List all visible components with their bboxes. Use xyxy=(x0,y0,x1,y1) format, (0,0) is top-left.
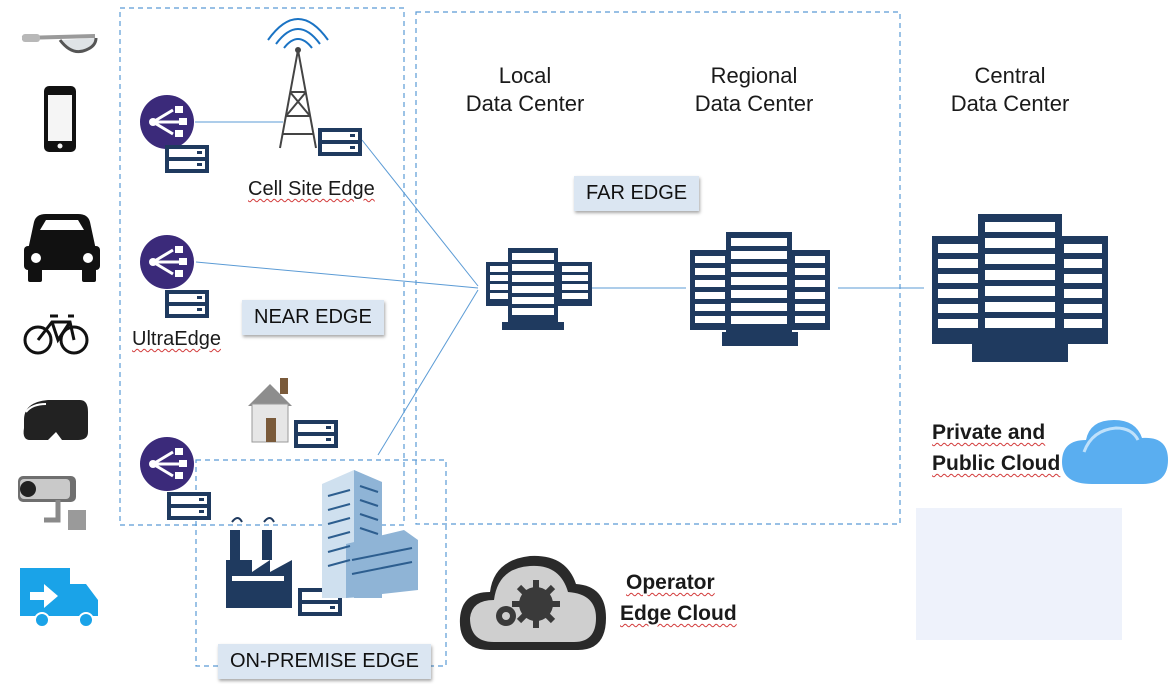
router-icon xyxy=(138,93,196,151)
server-icon xyxy=(294,420,338,448)
server-icon xyxy=(165,290,209,318)
connector-lines xyxy=(195,121,924,456)
office-building-icon xyxy=(322,470,418,598)
private-public-cloud-label: Private and Public Cloud xyxy=(932,420,1060,478)
far-edge-region-border xyxy=(415,11,901,525)
house-icon xyxy=(248,378,292,443)
local-label-line1: Local xyxy=(498,63,552,88)
bicycle-icon xyxy=(23,314,89,355)
vr-headset-icon xyxy=(23,400,89,440)
cloud-icon xyxy=(1062,420,1168,484)
near-edge-region-border xyxy=(119,7,405,526)
server-icon xyxy=(165,145,209,173)
operator-line2: Edge Cloud xyxy=(620,601,737,625)
cell-site-edge-label: Cell Site Edge xyxy=(248,178,375,200)
smartphone-icon xyxy=(44,86,76,152)
regional-label-line1: Regional xyxy=(710,63,798,88)
private-cloud-line1: Private and xyxy=(932,421,1046,444)
gear-cloud-icon xyxy=(459,555,606,650)
central-label-line2: Data Center xyxy=(950,91,1070,117)
on-premise-edge-tag: ON-PREMISE EDGE xyxy=(218,644,431,679)
delivery-truck-icon xyxy=(20,568,98,628)
operator-line1: Operator xyxy=(626,571,715,594)
central-data-center-label: Central Data Center xyxy=(942,62,1078,118)
info-panel xyxy=(916,508,1122,640)
near-edge-tag: NEAR EDGE xyxy=(242,300,384,335)
central-data-center-icon xyxy=(932,214,1108,362)
server-icon xyxy=(167,492,211,520)
regional-label-line2: Data Center xyxy=(694,91,814,117)
car-icon xyxy=(24,214,100,282)
central-label-line1: Central xyxy=(974,63,1046,88)
private-cloud-line2: Public Cloud xyxy=(932,451,1061,475)
operator-edge-cloud-label: Operator Edge Cloud xyxy=(620,570,737,628)
router-icon xyxy=(138,435,196,493)
local-data-center-label: Local Data Center xyxy=(460,62,590,118)
local-data-center-icon xyxy=(486,248,592,330)
server-icon xyxy=(318,128,362,156)
security-camera-icon xyxy=(18,476,86,530)
smart-glasses-icon xyxy=(21,34,98,54)
local-label-line2: Data Center xyxy=(465,91,585,117)
cell-tower-icon xyxy=(267,18,329,149)
ultra-edge-label: UltraEdge xyxy=(132,328,221,350)
far-edge-tag: FAR EDGE xyxy=(574,176,700,211)
factory-icon xyxy=(226,517,292,608)
regional-data-center-label: Regional Data Center xyxy=(686,62,822,118)
regional-data-center-icon xyxy=(690,232,830,346)
router-icon xyxy=(138,233,196,291)
